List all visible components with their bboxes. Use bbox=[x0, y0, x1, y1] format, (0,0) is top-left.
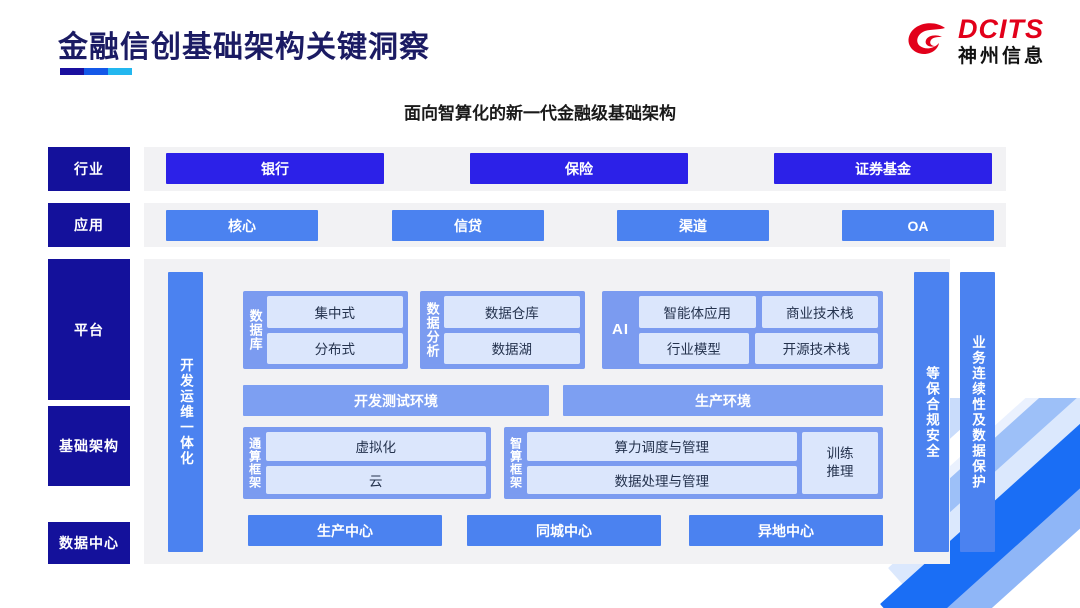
environment-label-production: 生产环境 bbox=[695, 392, 751, 409]
sidebar-item-datacenter[interactable]: 数据中心 bbox=[48, 522, 130, 564]
application-label-credit: 信贷 bbox=[454, 217, 482, 234]
cell-train-infer[interactable]: 训练 推理 bbox=[802, 432, 878, 494]
cell-data-warehouse[interactable]: 数据仓库 bbox=[443, 296, 580, 328]
group-label-ai: AI bbox=[607, 296, 634, 364]
group-label-ai-text: AI bbox=[612, 321, 629, 339]
compliance-strip[interactable]: 等保合规安全 bbox=[914, 272, 949, 552]
brand-logo: DCITS 神州信息 bbox=[904, 16, 1046, 66]
cell-centralized[interactable]: 集中式 bbox=[266, 296, 403, 328]
sidebar-label-application: 应用 bbox=[74, 217, 104, 233]
group-body-analytics: 数据仓库 数据湖 bbox=[443, 296, 580, 364]
group-intelligent-compute: 智算框架 算力调度与管理 数据处理与管理 训练 推理 bbox=[504, 427, 883, 499]
cell-data-processing[interactable]: 数据处理与管理 bbox=[526, 465, 797, 494]
compliance-strip-label: 等保合规安全 bbox=[924, 365, 940, 459]
group-label-general-compute-text: 通算框架 bbox=[247, 437, 262, 489]
datacenter-item-metro[interactable]: 同城中心 bbox=[467, 515, 661, 546]
industry-item-insurance[interactable]: 保险 bbox=[470, 153, 688, 184]
sidebar-label-datacenter: 数据中心 bbox=[59, 535, 119, 551]
continuity-strip-label: 业务连续性及数据保护 bbox=[970, 334, 986, 490]
application-item-channel[interactable]: 渠道 bbox=[617, 210, 769, 241]
environment-item-dev-test[interactable]: 开发测试环境 bbox=[243, 385, 549, 416]
diagram-subtitle: 面向智算化的新一代金融级基础架构 bbox=[404, 104, 676, 123]
datacenter-label-remote: 异地中心 bbox=[758, 522, 814, 539]
application-item-oa[interactable]: OA bbox=[842, 210, 994, 241]
group-database: 数据库 集中式 分布式 bbox=[243, 291, 408, 369]
cell-virtualization[interactable]: 虚拟化 bbox=[265, 432, 486, 461]
group-ai: AI 智能体应用 商业技术栈 行业模型 开源技术栈 bbox=[602, 291, 883, 369]
group-label-intelligent-compute-text: 智算框架 bbox=[508, 437, 523, 489]
group-row-ai-2: 行业模型 开源技术栈 bbox=[639, 332, 878, 364]
cell-infer-label: 推理 bbox=[826, 464, 854, 479]
continuity-strip[interactable]: 业务连续性及数据保护 bbox=[960, 272, 995, 552]
rule-segment-1 bbox=[60, 68, 84, 75]
cell-distributed[interactable]: 分布式 bbox=[266, 332, 403, 364]
group-analytics: 数据分析 数据仓库 数据湖 bbox=[420, 291, 585, 369]
group-label-general-compute: 通算框架 bbox=[247, 432, 262, 494]
environment-label-dev-test: 开发测试环境 bbox=[354, 392, 438, 409]
application-label-core: 核心 bbox=[228, 217, 256, 234]
cell-train-label: 训练 bbox=[826, 445, 854, 461]
group-label-analytics-text: 数据分析 bbox=[424, 302, 440, 358]
group-body-database: 集中式 分布式 bbox=[266, 296, 403, 364]
logo-name-en: DCITS bbox=[957, 14, 1044, 44]
sidebar-item-application[interactable]: 应用 bbox=[48, 203, 130, 247]
rule-segment-2 bbox=[84, 68, 108, 75]
devops-strip[interactable]: 开发运维一体化 bbox=[168, 272, 203, 552]
cell-compute-scheduling[interactable]: 算力调度与管理 bbox=[526, 432, 797, 461]
group-label-intelligent-compute: 智算框架 bbox=[508, 432, 523, 494]
application-label-channel: 渠道 bbox=[679, 217, 707, 234]
sidebar-label-industry: 行业 bbox=[74, 161, 104, 177]
group-body-general-compute: 虚拟化 云 bbox=[265, 432, 486, 494]
industry-label-insurance: 保险 bbox=[565, 160, 593, 177]
group-label-analytics: 数据分析 bbox=[424, 296, 440, 364]
datacenter-item-production[interactable]: 生产中心 bbox=[248, 515, 442, 546]
cell-data-lake[interactable]: 数据湖 bbox=[443, 332, 580, 364]
industry-item-securities-fund[interactable]: 证券基金 bbox=[774, 153, 992, 184]
datacenter-item-remote[interactable]: 异地中心 bbox=[689, 515, 883, 546]
sidebar-item-platform[interactable]: 平台 bbox=[48, 259, 130, 400]
page-title: 金融信创基础架构关键洞察 bbox=[58, 31, 430, 64]
datacenter-label-production: 生产中心 bbox=[317, 522, 373, 539]
cell-agent-application[interactable]: 智能体应用 bbox=[639, 296, 756, 328]
group-general-compute: 通算框架 虚拟化 云 bbox=[243, 427, 491, 499]
application-item-credit[interactable]: 信贷 bbox=[392, 210, 544, 241]
application-label-oa: OA bbox=[907, 217, 929, 234]
cell-cloud[interactable]: 云 bbox=[265, 465, 486, 494]
application-item-core[interactable]: 核心 bbox=[166, 210, 318, 241]
cell-industry-model[interactable]: 行业模型 bbox=[639, 332, 749, 364]
sidebar-item-industry[interactable]: 行业 bbox=[48, 147, 130, 191]
datacenter-label-metro: 同城中心 bbox=[536, 522, 592, 539]
group-label-database-text: 数据库 bbox=[247, 309, 263, 351]
group-body-intelligent-compute: 算力调度与管理 数据处理与管理 bbox=[526, 432, 797, 494]
architecture-diagram: 行业 应用 平台 基础架构 数据中心 银行 保险 证券基金 核心 信 bbox=[0, 140, 1080, 570]
cell-opensource-stack[interactable]: 开源技术栈 bbox=[754, 332, 878, 364]
group-row-ai-1: 智能体应用 商业技术栈 bbox=[639, 296, 878, 328]
industry-item-bank[interactable]: 银行 bbox=[166, 153, 384, 184]
dcits-swirl-icon bbox=[904, 18, 950, 64]
logo-text: DCITS 神州信息 bbox=[957, 14, 1046, 67]
cell-commercial-stack[interactable]: 商业技术栈 bbox=[761, 296, 878, 328]
industry-label-bank: 银行 bbox=[261, 160, 289, 177]
devops-strip-label: 开发运维一体化 bbox=[178, 357, 194, 467]
logo-name-cn: 神州信息 bbox=[957, 46, 1046, 67]
rule-segment-3 bbox=[108, 68, 132, 75]
title-accent-rule bbox=[60, 68, 132, 75]
sidebar-item-infrastructure[interactable]: 基础架构 bbox=[48, 406, 130, 486]
group-body-ai: 智能体应用 商业技术栈 行业模型 开源技术栈 bbox=[639, 296, 878, 364]
group-label-database: 数据库 bbox=[247, 296, 263, 364]
environment-item-production[interactable]: 生产环境 bbox=[563, 385, 883, 416]
industry-label-securities-fund: 证券基金 bbox=[855, 160, 911, 177]
sidebar-label-infrastructure: 基础架构 bbox=[59, 438, 119, 454]
sidebar-label-platform: 平台 bbox=[74, 321, 104, 338]
